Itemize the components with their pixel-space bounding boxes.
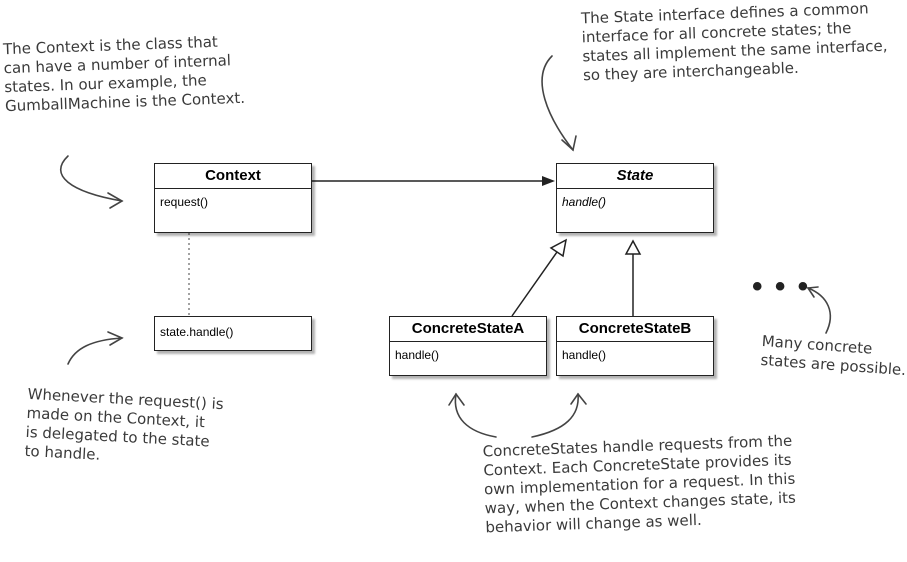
state-annotation: The State interface defines a common int… bbox=[580, 0, 888, 85]
concrete-state-a: ConcreteStateA handle() bbox=[389, 316, 547, 376]
concrete-state-a-name: ConcreteStateA bbox=[390, 317, 546, 342]
concrete-state-b-name: ConcreteStateB bbox=[557, 317, 713, 342]
concrete-state-b-operation: handle() bbox=[562, 348, 607, 362]
context-implementation-box: state.handle() bbox=[154, 316, 312, 351]
context-annotation: The Context is the class that can have a… bbox=[2, 32, 246, 116]
context-class: Context request() bbox=[154, 163, 312, 233]
concrete-state-a-operation: handle() bbox=[395, 348, 440, 362]
state-interface: State handle() bbox=[556, 163, 714, 233]
pointer-arrow-context bbox=[59, 155, 123, 202]
pointer-arrow-many bbox=[807, 287, 832, 334]
state-interface-name: State bbox=[557, 164, 713, 189]
context-implementation-code: state.handle() bbox=[160, 325, 234, 339]
association-arrowhead bbox=[542, 176, 555, 186]
pointer-arrow-concrete-a bbox=[454, 393, 497, 438]
state-operation: handle() bbox=[562, 195, 607, 209]
pointer-arrow-state bbox=[541, 55, 574, 151]
inheritance-line-a bbox=[511, 251, 558, 317]
inheritance-triangle-b bbox=[624, 239, 642, 255]
concrete-state-b: ConcreteStateB handle() bbox=[556, 316, 714, 376]
inheritance-triangle-a bbox=[549, 238, 568, 258]
more-states-ellipsis: • • • bbox=[752, 270, 811, 303]
context-class-name: Context bbox=[155, 164, 311, 189]
context-operation: request() bbox=[160, 195, 209, 209]
concrete-states-annotation: ConcreteStates handle requests from the … bbox=[482, 431, 797, 537]
pointer-arrow-state-handle bbox=[67, 337, 123, 365]
pointer-arrow-concrete-b bbox=[531, 393, 579, 438]
request-annotation: Whenever the request() is made on the Co… bbox=[24, 384, 225, 464]
